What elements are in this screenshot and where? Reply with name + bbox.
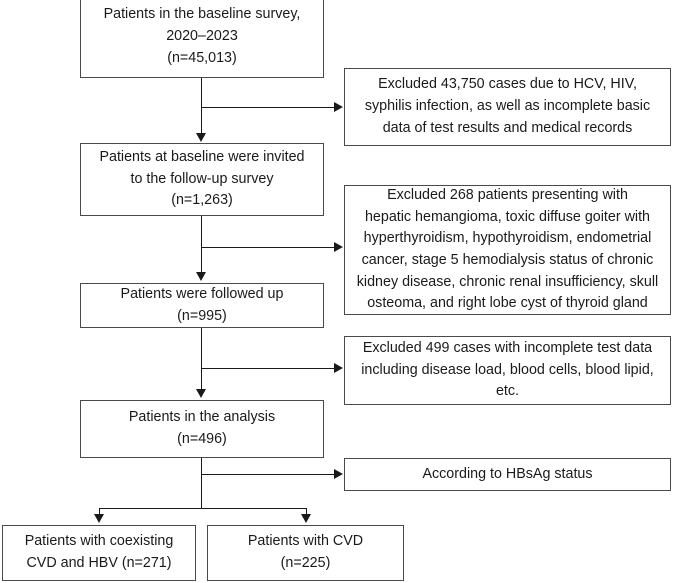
connector-baseline-to-excluded1 <box>201 107 335 108</box>
arrowhead-into-excluded2 <box>334 242 343 252</box>
arrowhead-into-hbsag <box>334 469 343 479</box>
connector-baseline-to-invited-stem <box>201 78 202 134</box>
arrowhead-into-group-cvd <box>301 514 311 523</box>
arrowhead-into-excluded3 <box>334 363 343 373</box>
node-excluded-hcv-hiv-syphilis: Excluded 43,750 cases due to HCV, HIV, s… <box>344 68 671 146</box>
connector-invited-to-excluded2 <box>201 247 335 248</box>
node-invited-followup: Patients at baseline were invited to the… <box>80 143 324 216</box>
connector-invited-to-followed-stem <box>201 216 202 273</box>
arrowhead-into-followed <box>196 272 206 281</box>
connector-split-right-drop <box>306 508 307 518</box>
node-according-to-hbsag-status: According to HBsAg status <box>344 458 671 491</box>
node-excluded-comorbidities: Excluded 268 patients presenting with he… <box>344 185 671 315</box>
node-baseline-survey: Patients in the baseline survey, 2020–20… <box>80 0 324 78</box>
connector-followed-to-excluded3 <box>201 368 335 369</box>
connector-split-left-drop <box>99 508 100 518</box>
connector-followed-to-analysis-stem <box>201 328 202 390</box>
arrowhead-into-excluded1 <box>334 102 343 112</box>
connector-analysis-stem <box>201 458 202 509</box>
arrowhead-into-group-cvd-hbv <box>94 514 104 523</box>
connector-analysis-to-hbsag <box>201 474 335 475</box>
arrowhead-into-analysis <box>196 389 206 398</box>
connector-split-bar <box>99 508 307 509</box>
node-group-cvd-and-hbv: Patients with coexisting CVD and HBV (n=… <box>2 525 196 581</box>
node-patients-in-analysis: Patients in the analysis (n=496) <box>80 400 324 458</box>
arrowhead-into-invited <box>196 133 206 142</box>
node-followed-up: Patients were followed up (n=995) <box>80 283 324 328</box>
node-group-cvd-only: Patients with CVD (n=225) <box>207 525 404 581</box>
node-excluded-incomplete-test-data: Excluded 499 cases with incomplete test … <box>344 336 671 405</box>
